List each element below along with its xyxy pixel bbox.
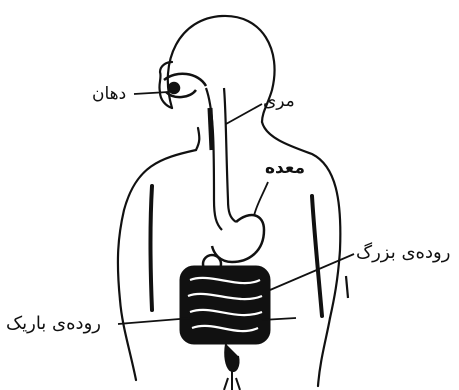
right-arm-line bbox=[312, 196, 322, 316]
leader-stomach bbox=[254, 182, 268, 216]
left-hip bbox=[120, 300, 136, 380]
label-mouth: دهان bbox=[92, 86, 126, 103]
tick-large-intestine bbox=[346, 276, 348, 298]
stomach-organ bbox=[212, 215, 264, 262]
mouth-cavity bbox=[164, 74, 206, 97]
leader-large-intestine bbox=[270, 254, 354, 290]
neck-front bbox=[196, 128, 199, 150]
leader-esophagus bbox=[226, 104, 262, 124]
label-small-intestine: رودەی باریک bbox=[6, 315, 101, 333]
intestines bbox=[180, 266, 270, 390]
esophagus-tube bbox=[206, 88, 236, 230]
leader-mouth bbox=[134, 92, 168, 94]
right-hip bbox=[318, 318, 330, 386]
label-esophagus: مری bbox=[263, 93, 295, 110]
left-arm-line bbox=[151, 186, 153, 310]
label-stomach: معده bbox=[265, 160, 305, 177]
label-large-intestine: رودەی بزرگ bbox=[356, 244, 450, 262]
